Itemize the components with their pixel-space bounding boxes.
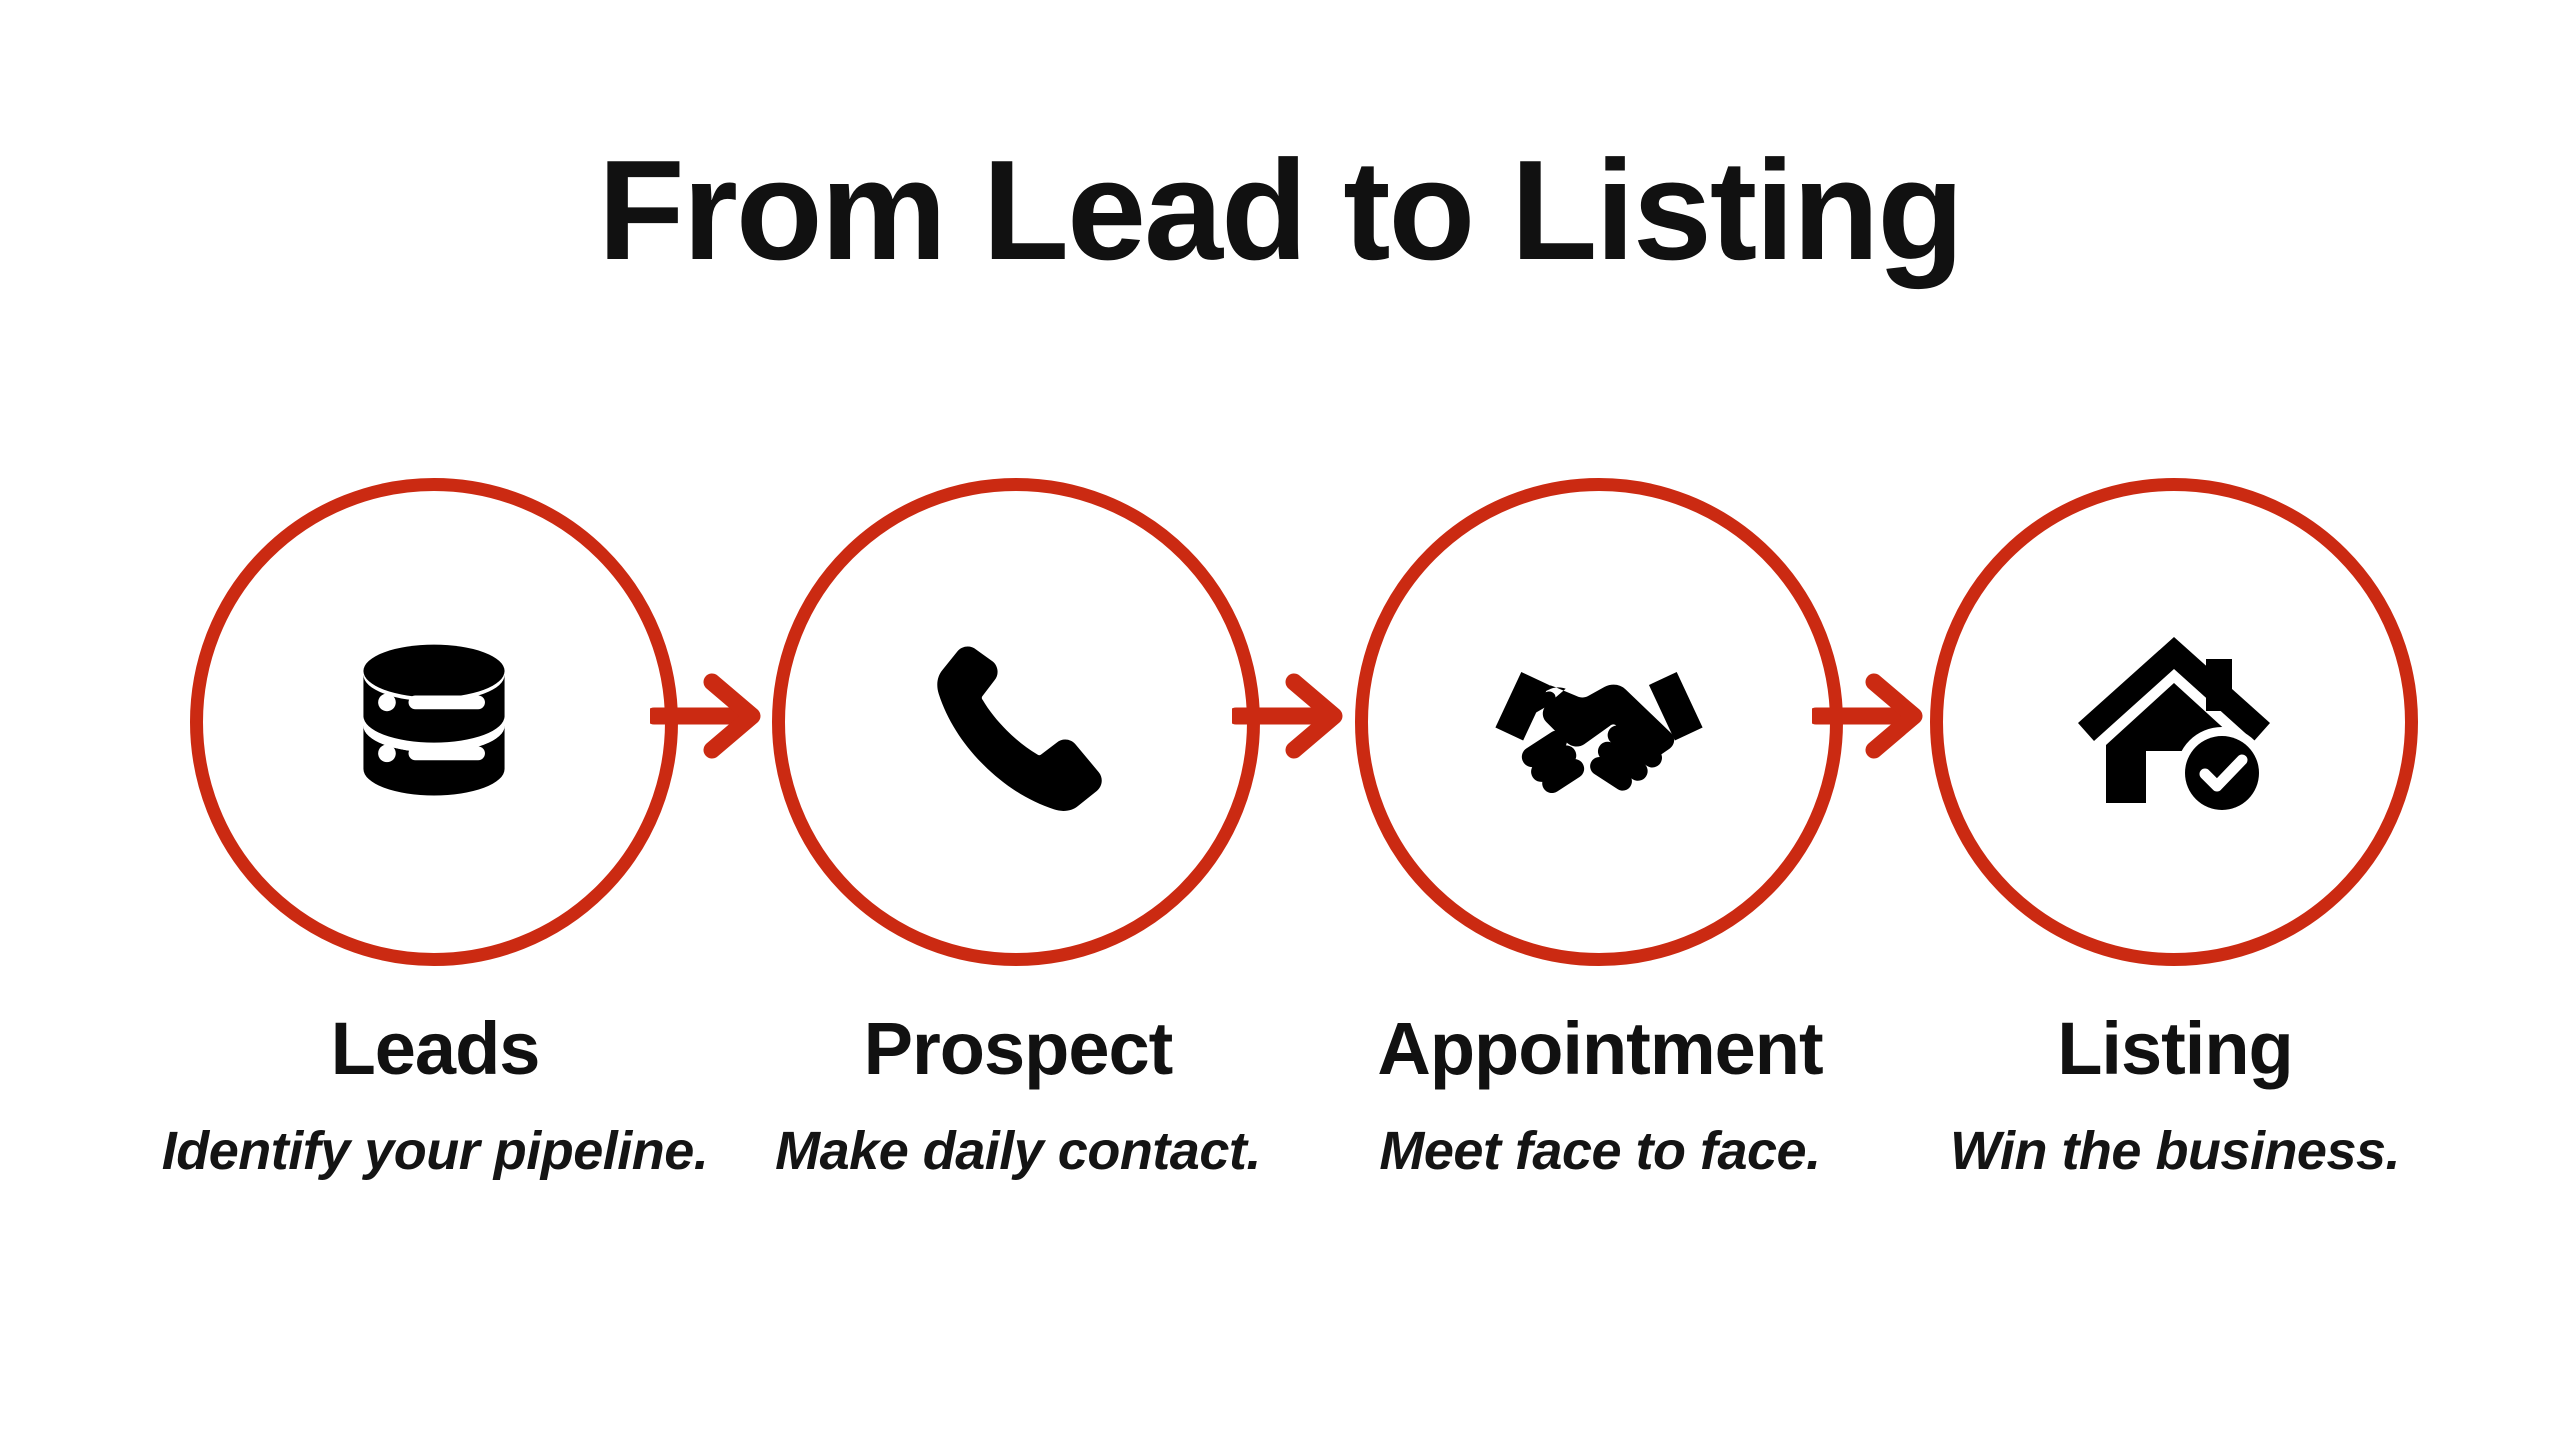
arrow-right-icon [645,666,770,766]
phone-icon [901,607,1131,837]
label-column-leads: Leads Identify your pipeline. [155,1010,715,1181]
step-caption: Meet face to face. [1379,1120,1821,1181]
step-caption: Make daily contact. [775,1120,1261,1181]
step-caption: Identify your pipeline. [161,1120,709,1181]
flow-step-listing[interactable] [1930,470,2420,966]
arrow-right-icon [1227,666,1352,766]
step-caption: Win the business. [1949,1120,2401,1181]
step-name: Prospect [863,1007,1174,1090]
label-column-listing: Listing Win the business. [1895,1010,2455,1181]
flow-step-appointment[interactable] [1355,470,1845,966]
flow-step-leads[interactable] [190,470,680,966]
step-labels: Leads Identify your pipeline. Prospect M… [0,1010,2560,1240]
step-name: Appointment [1377,1007,1823,1090]
step-circle [1355,478,1843,966]
step-name: Listing [2057,1007,2294,1090]
step-circle [772,478,1260,966]
flow-step-prospect[interactable] [772,470,1262,966]
step-circle [1930,478,2418,966]
database-icon [319,607,549,837]
house-check-icon [2059,607,2289,837]
label-column-prospect: Prospect Make daily contact. [738,1010,1298,1181]
page-title: From Lead to Listing [597,131,1964,290]
label-column-appointment: Appointment Meet face to face. [1320,1010,1880,1181]
process-flow [0,470,2560,970]
handshake-icon [1484,607,1714,837]
step-circle [190,478,678,966]
arrow-right-icon [1807,666,1932,766]
step-name: Leads [330,1007,541,1090]
